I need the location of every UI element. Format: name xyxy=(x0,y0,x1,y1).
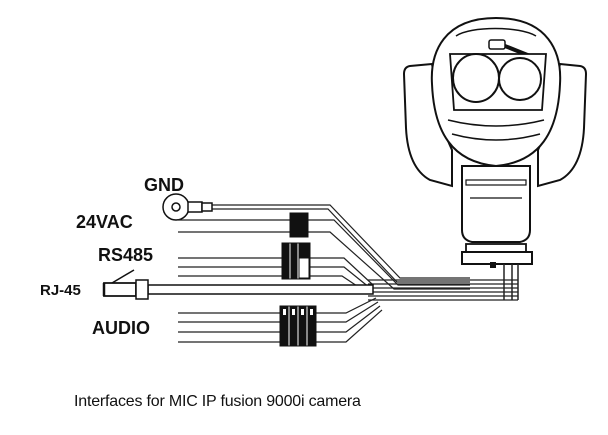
camera-illustration xyxy=(402,16,588,268)
rs485-connector xyxy=(281,242,311,280)
audio-wires xyxy=(178,297,383,343)
gnd-ring-terminal xyxy=(162,193,213,221)
rj45-label: RJ-45 xyxy=(40,282,81,299)
rj45-cable xyxy=(102,269,374,300)
camera-base-plate xyxy=(465,243,527,253)
camera-neck xyxy=(461,165,531,243)
vac-connector xyxy=(289,212,309,238)
optical-lens xyxy=(498,57,542,101)
vac-label: 24VAC xyxy=(76,212,133,232)
thermal-lens xyxy=(452,53,500,103)
camera-mount xyxy=(461,251,533,265)
cable-bundle xyxy=(368,264,519,301)
gnd-wire xyxy=(212,204,470,283)
audio-connector xyxy=(279,305,317,347)
diagram-caption: Interfaces for MIC IP fusion 9000i camer… xyxy=(74,393,361,410)
vac-wires xyxy=(178,219,470,290)
rs485-label: RS485 xyxy=(98,245,153,265)
gnd-label: GND xyxy=(144,175,184,195)
audio-label: AUDIO xyxy=(92,318,150,338)
